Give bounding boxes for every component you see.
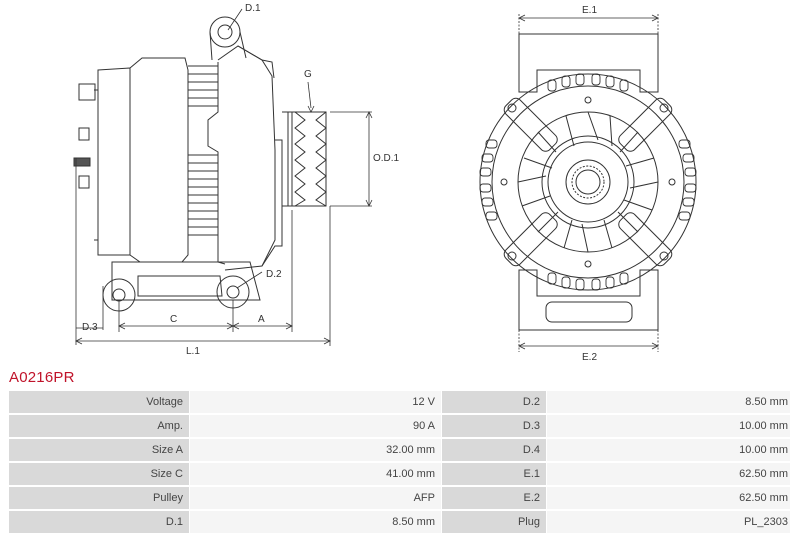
label-e2: E.2: [582, 352, 597, 362]
spec-value: AFP: [190, 487, 441, 509]
spec-value: 10.00 mm: [547, 439, 790, 461]
spec-value: 10.00 mm: [547, 415, 790, 437]
spec-value: 41.00 mm: [190, 463, 441, 485]
spec-value: 90 A: [190, 415, 441, 437]
side-view-drawing: [73, 16, 327, 312]
spec-value: 62.50 mm: [547, 487, 790, 509]
spec-label: Size A: [9, 439, 189, 461]
label-d3: D.3: [82, 322, 98, 333]
label-od1: O.D.1: [373, 153, 400, 164]
spec-value: 12 V: [190, 391, 441, 413]
spec-label: D.4: [442, 439, 546, 461]
label-c: C: [170, 314, 177, 325]
alternator-technical-drawing: D.1 G O.D.1 D.2 D.3 C A L.1 E.1 E.2: [73, 3, 697, 362]
spec-value: PL_2303: [547, 511, 790, 533]
spec-label: D.2: [442, 391, 546, 413]
spec-label: Voltage: [9, 391, 189, 413]
spec-value: 8.50 mm: [190, 511, 441, 533]
label-g: G: [304, 69, 312, 80]
label-l1: L.1: [186, 346, 200, 357]
spec-value: 32.00 mm: [190, 439, 441, 461]
spec-label: D.1: [9, 511, 189, 533]
spec-label: Size C: [9, 463, 189, 485]
label-d1: D.1: [245, 3, 261, 14]
label-e1: E.1: [582, 5, 597, 16]
spec-label: E.2: [442, 487, 546, 509]
label-d2: D.2: [266, 269, 282, 280]
front-view-drawing: [479, 33, 697, 331]
spec-label: Pulley: [9, 487, 189, 509]
spec-label: Plug: [442, 511, 546, 533]
part-number-title: A0216PR: [9, 369, 75, 386]
spec-label: Amp.: [9, 415, 189, 437]
spec-value: 8.50 mm: [547, 391, 790, 413]
spec-label: E.1: [442, 463, 546, 485]
spec-value: 62.50 mm: [547, 463, 790, 485]
spec-label: D.3: [442, 415, 546, 437]
label-a: A: [258, 314, 265, 325]
